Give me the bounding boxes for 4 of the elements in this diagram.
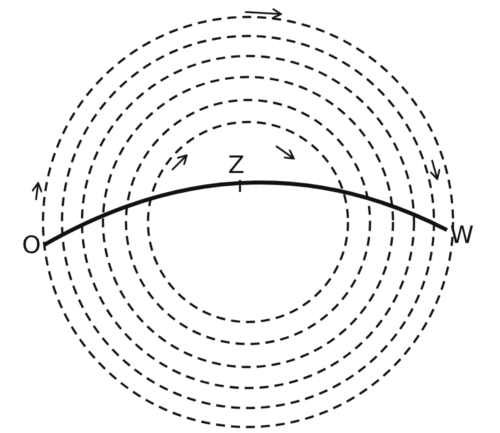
point-label: W bbox=[450, 222, 474, 248]
point-label: O bbox=[22, 232, 41, 258]
point-label: Z bbox=[228, 152, 244, 178]
horizon-arc bbox=[43, 180, 448, 247]
